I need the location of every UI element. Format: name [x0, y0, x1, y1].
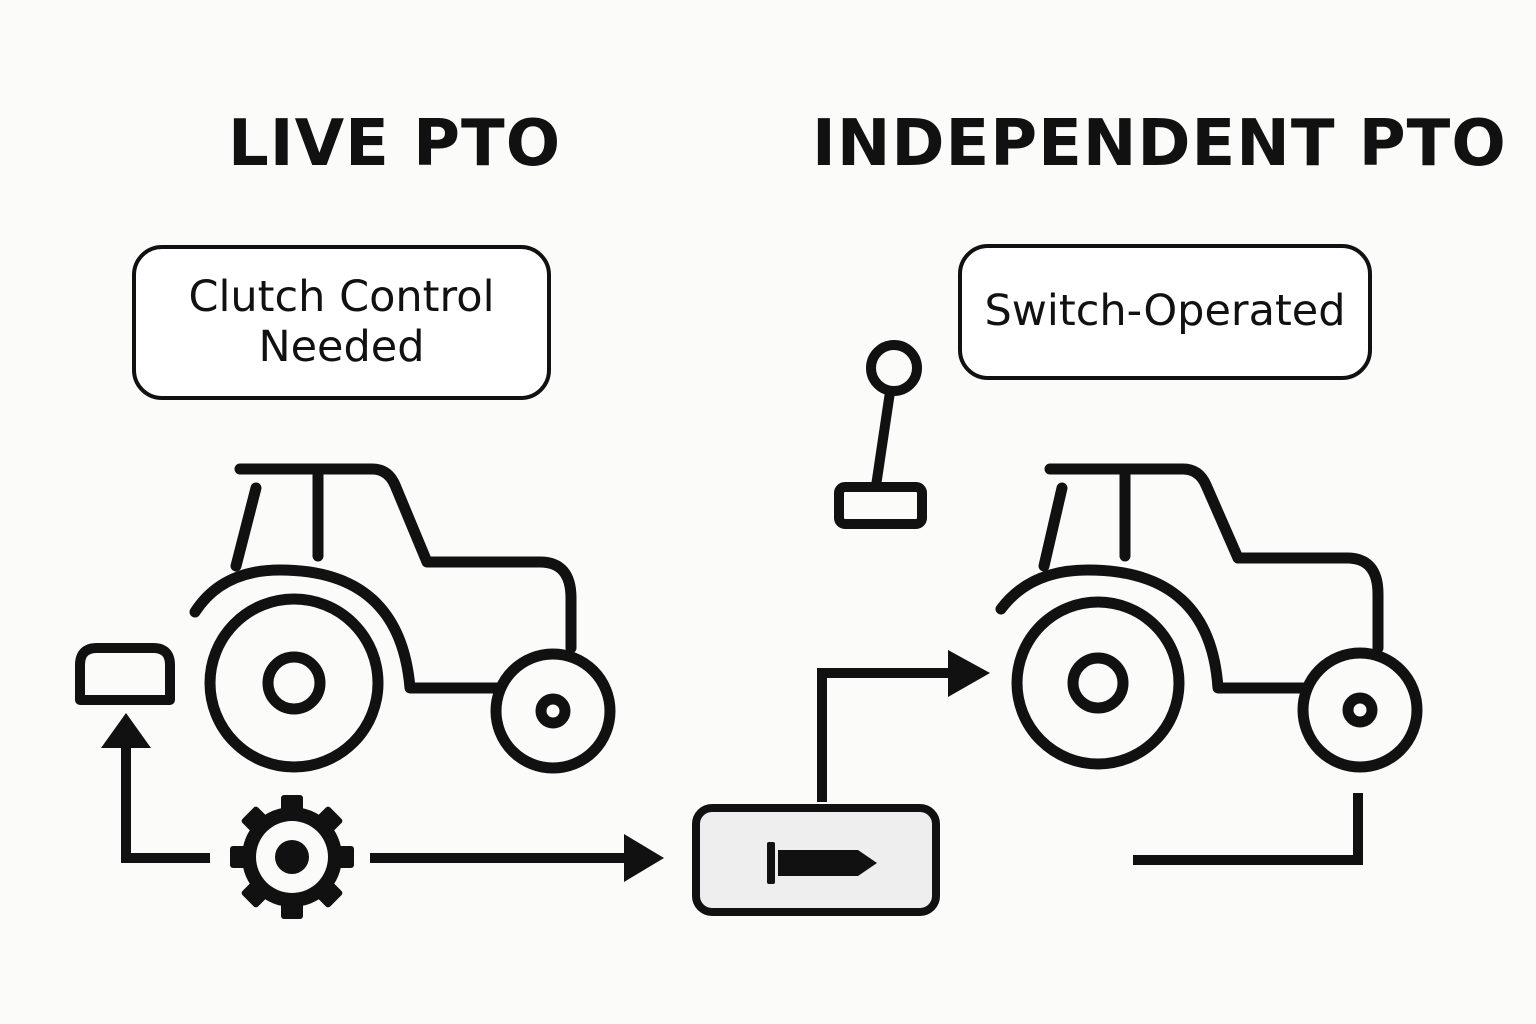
front-wheel	[1297, 647, 1423, 773]
pto-shaft-icon	[767, 842, 877, 884]
flow-connectors	[121, 668, 1363, 865]
clutch-control-label-box: Clutch Control Needed	[132, 245, 551, 400]
independent-pto-tractor-icon	[995, 463, 1423, 773]
lever-knob	[866, 340, 922, 396]
switch-operated-label: Switch-Operated	[984, 286, 1346, 337]
control-lever-icon	[834, 340, 927, 529]
tractor-cab-rear-post	[230, 482, 262, 572]
rear-wheel-hub	[1067, 652, 1129, 714]
live-pto-tractor-icon	[189, 463, 616, 774]
module-to-tractor-line	[817, 668, 950, 802]
lever-base	[834, 482, 927, 529]
live-pto-heading: LIVE PTO	[228, 107, 562, 181]
tractor-roof	[1044, 463, 1384, 654]
lever-stem	[871, 387, 895, 491]
tractor-output-line	[1133, 793, 1363, 865]
gear-icon	[230, 795, 354, 919]
rear-wheel	[204, 593, 384, 773]
clutch-pedal-icon	[75, 643, 175, 705]
clutch-control-label-line2: Needed	[258, 321, 425, 372]
tractor-fender	[995, 564, 1311, 694]
clutch-control-label-line1: Clutch Control	[188, 272, 495, 323]
gear-to-clutch-line	[121, 738, 210, 863]
rear-wheel-hub	[262, 651, 326, 715]
tractor-fender	[189, 564, 504, 694]
front-wheel	[490, 648, 616, 774]
front-wheel-hub	[535, 693, 571, 729]
tractor-roof	[234, 463, 577, 654]
arrow-right-head-upper	[948, 650, 990, 697]
independent-pto-heading: INDEPENDENT PTO	[812, 107, 1507, 181]
tractor-cab-rear-post	[1038, 482, 1068, 572]
arrowheads	[101, 650, 990, 882]
front-wheel-hub	[1342, 692, 1378, 728]
arrow-up-head	[101, 713, 151, 748]
switch-operated-label-box: Switch-Operated	[958, 244, 1372, 380]
arrow-right-head	[624, 834, 664, 882]
rear-wheel	[1011, 596, 1185, 770]
pto-module	[692, 804, 940, 916]
